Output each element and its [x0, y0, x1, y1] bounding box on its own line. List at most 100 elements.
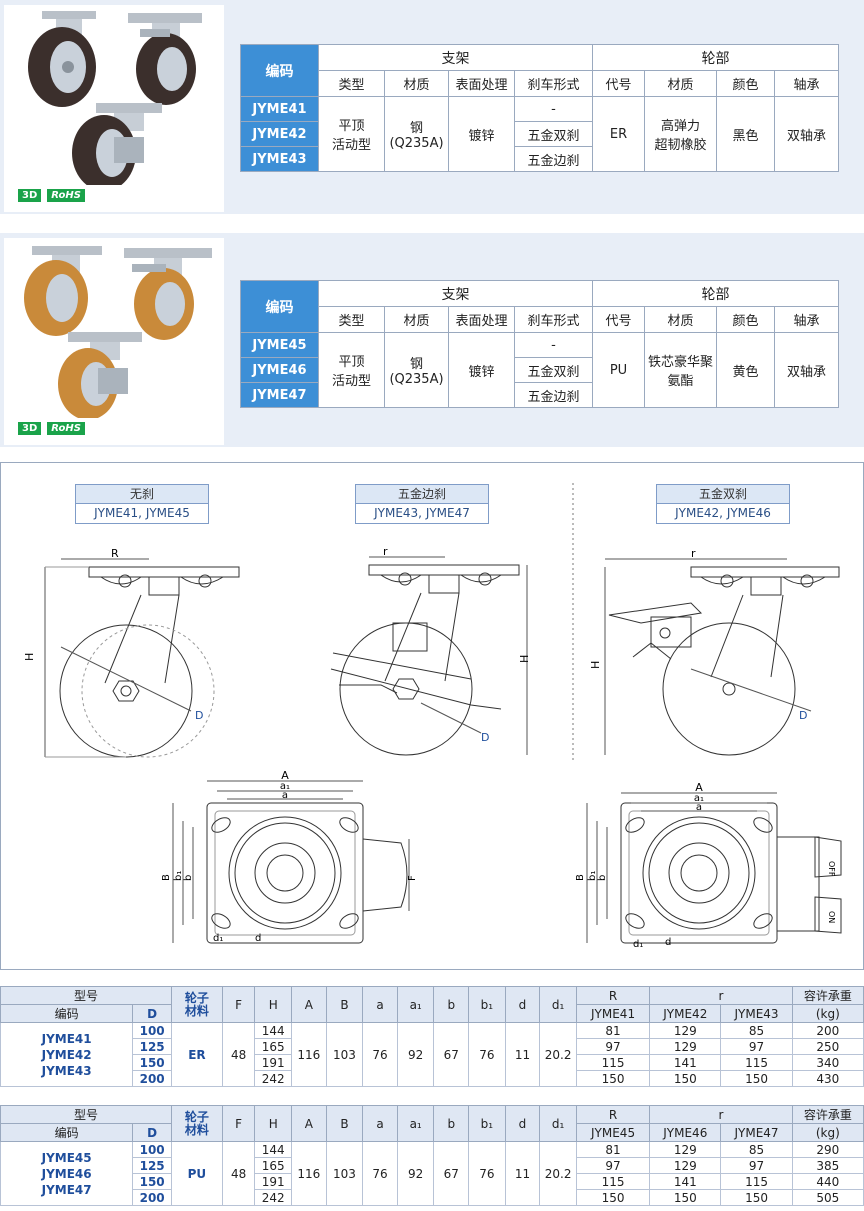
material-cell: 钢 (Q235A) [384, 332, 449, 408]
sub-header: 表面处理 [448, 70, 515, 97]
col-R-model: JYME45 [575, 1123, 651, 1142]
cell-F: 48 [221, 1022, 256, 1087]
col-load: 容许承重 [791, 1105, 864, 1124]
cell-a: 76 [362, 1022, 398, 1087]
cell-r: 85 [720, 1022, 793, 1039]
color-cell: 黄色 [716, 332, 775, 408]
brake-cell: 五金边刹 [514, 146, 593, 172]
table-row: JYME41 JYME42 JYME43 100 ER 48 144 116 1… [0, 1022, 864, 1087]
sub-header: 颜色 [716, 306, 775, 333]
dim-H-2: H [518, 655, 531, 663]
brake-cell: 五金边刹 [514, 382, 593, 408]
brake-cell: 五金双刹 [514, 357, 593, 383]
cell-load: 430 [791, 1070, 864, 1087]
cell-H: 165 [254, 1038, 293, 1055]
col-A: A [291, 986, 327, 1023]
col-r-model: JYME43 [720, 1004, 793, 1023]
sub-header: 材质 [384, 306, 449, 333]
cell-H: 191 [254, 1173, 293, 1190]
drawing-svg: H R D H r D [23, 483, 842, 950]
cell-wheel-material: PU [170, 1141, 223, 1206]
cell-b1: 76 [468, 1022, 506, 1087]
cell-b: 67 [433, 1141, 470, 1206]
dim-B-2: B [575, 874, 586, 881]
cell-load: 505 [791, 1189, 864, 1206]
type-cell: 平顶 活动型 [318, 96, 385, 172]
col-code-header: 编码 [240, 280, 319, 333]
code-cell: JYME42 [240, 121, 319, 147]
sub-header: 代号 [592, 70, 645, 97]
code: JYME46 [41, 1166, 92, 1181]
cell-r: 97 [720, 1038, 793, 1055]
cell-D: 100 [132, 1141, 172, 1158]
code-cell: JYME47 [240, 382, 319, 408]
type-cell: 平顶 活动型 [318, 332, 385, 408]
brake-cell: 五金双刹 [514, 121, 593, 147]
cell-D: 150 [132, 1173, 172, 1190]
dim-D-3: D [799, 709, 807, 722]
label-title: 五金双刹 [657, 485, 789, 504]
code-cell: JYME45 [240, 332, 319, 358]
cell-r: 115 [720, 1173, 793, 1190]
wheel-material-cell: 高弹力 超韧橡胶 [644, 96, 717, 172]
technical-drawing: 无刹 JYME41, JYME45 五金边刹 JYME43, JYME47 五金… [0, 462, 864, 970]
label-title: 五金边刹 [356, 485, 488, 504]
dim-a1-1: a₁ [280, 781, 290, 792]
col-r: r [649, 986, 793, 1005]
surface-cell: 镀锌 [448, 332, 515, 408]
cell-a: 76 [362, 1141, 398, 1206]
badge-3d: 3D [18, 422, 42, 435]
dim-a-1: a [282, 790, 288, 801]
cell-D: 200 [132, 1070, 172, 1087]
cell-b: 67 [433, 1022, 470, 1087]
col-bracket-header: 支架 [318, 280, 593, 307]
col-load-unit: (kg) [791, 1123, 864, 1142]
col-a: a [362, 1105, 398, 1142]
caster-photo-3 [58, 332, 142, 420]
col-r-model: JYME47 [720, 1123, 793, 1142]
dim-B-1: B [161, 874, 172, 881]
product-panel-er: 3D RoHS 编码 支架 轮部 类型 材质 表面处理 刹车形式 代号 材质 颜… [0, 0, 864, 214]
col-B: B [325, 1105, 364, 1142]
col-R: R [575, 1105, 651, 1124]
badge-rohs: RoHS [47, 422, 85, 435]
cell-F: 48 [221, 1141, 256, 1206]
sub-header: 材质 [644, 70, 717, 97]
sub-header: 类型 [318, 70, 385, 97]
wheel-code-cell: ER [592, 96, 645, 172]
cell-r: 97 [720, 1157, 793, 1174]
cell-d1: 20.2 [539, 1022, 577, 1087]
table-row: 150 191 115 141 115 340 [1, 1054, 864, 1071]
cell-r: 150 [649, 1070, 722, 1087]
col-bracket-header: 支架 [318, 44, 593, 71]
col-D: D [132, 1123, 172, 1142]
col-F: F [221, 986, 256, 1023]
sub-header: 表面处理 [448, 306, 515, 333]
top-view-no-brake [172, 780, 410, 944]
cell-R: 97 [575, 1157, 651, 1174]
dim-r-1: r [383, 545, 388, 558]
cell-r: 141 [649, 1054, 722, 1071]
cell-r: 150 [649, 1189, 722, 1206]
cell-D: 200 [132, 1189, 172, 1206]
col-b1: b₁ [468, 986, 506, 1023]
col-load: 容许承重 [791, 986, 864, 1005]
label-title: 无刹 [76, 485, 208, 504]
cell-r: 85 [720, 1141, 793, 1158]
dim-D-1: D [195, 709, 203, 722]
cell-R: 97 [575, 1038, 651, 1055]
dim-R: R [111, 547, 119, 560]
sub-header: 材质 [644, 306, 717, 333]
top-view-brake [586, 792, 842, 944]
sub-header: 代号 [592, 306, 645, 333]
col-H: H [254, 986, 293, 1023]
cell-wheel-material: ER [170, 1022, 223, 1087]
wheel-code-cell: PU [592, 332, 645, 408]
col-B: B [325, 986, 364, 1023]
caster-photo-2 [128, 13, 202, 105]
code: JYME45 [41, 1150, 92, 1165]
col-wheel-material: 轮子 材料 [170, 986, 223, 1023]
cell-H: 191 [254, 1054, 293, 1071]
cell-load: 200 [791, 1022, 864, 1039]
cell-d1: 20.2 [539, 1141, 577, 1206]
